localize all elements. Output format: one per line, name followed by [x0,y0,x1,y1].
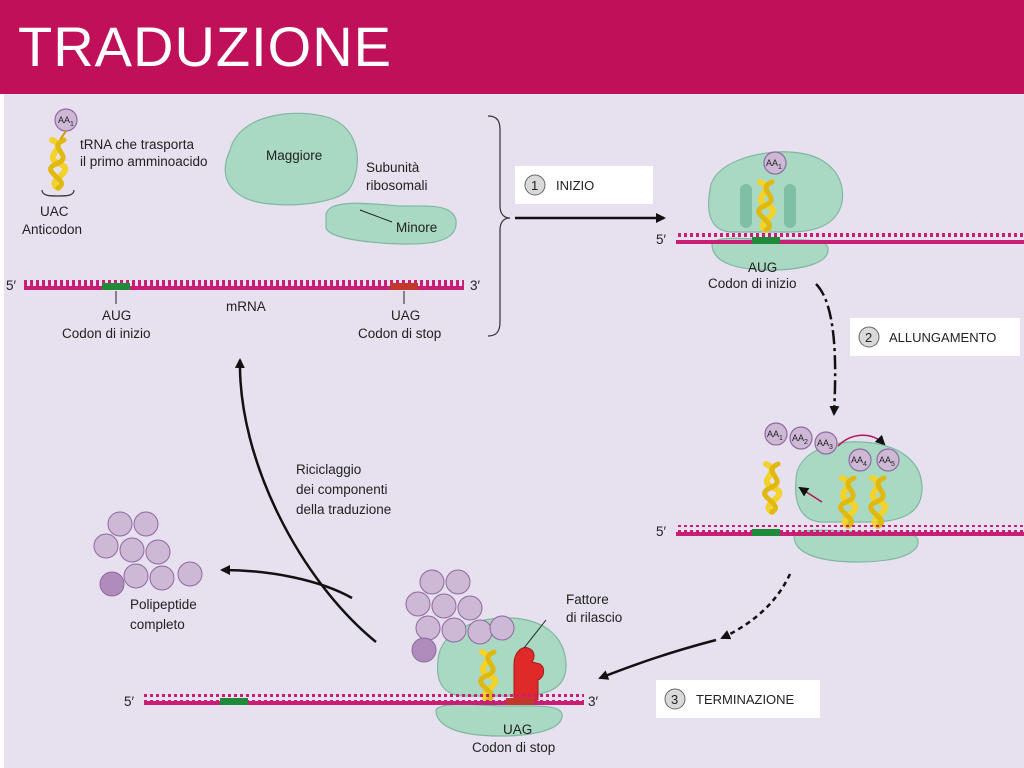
step-3-label: TERMINAZIONE [696,692,795,707]
trna-elongation-p [838,475,859,529]
svg-text:AA1: AA1 [766,158,782,171]
ribosome-initiation [708,151,844,271]
svg-text:AA1: AA1 [767,429,783,442]
mrna-strand-initiation [676,233,1024,244]
page-title: TRADUZIONE [18,15,392,78]
recycling-line2: dei componenti [296,482,388,497]
recycling-line1: Riciclaggio [296,462,361,477]
start-codon-label: Codon di inizio [62,326,151,341]
stop-codon-termination: UAG [503,722,532,737]
small-subunit-label: Minore [396,220,437,235]
small-subunit [325,202,457,245]
recycling-line3: della traduzione [296,502,391,517]
anticodon-label: Anticodon [22,222,82,237]
start-codon-label-initiation: Codon di inizio [708,276,797,291]
mrna-3-end: 3′ [470,278,481,293]
subunits-label-line1: Subunità [366,160,420,175]
step-1-box: 1 INIZIO [515,166,653,204]
large-subunit [224,112,358,206]
trna-elongation-a [868,475,889,529]
step-2-label: ALLUNGAMENTO [889,330,996,345]
mrna-5-end: 5′ [6,278,17,293]
polypeptide-termination [405,569,515,663]
mrna-5-end-elongation: 5′ [656,524,667,539]
mrna-label: mRNA [226,299,266,314]
subunits-label-line2: ribosomali [366,178,428,193]
polypeptide-complete [93,511,203,597]
free-trna-leaving [762,461,783,515]
mrna-strand-elongation [676,525,1024,536]
svg-text:AA3: AA3 [817,438,833,451]
mrna-5-end-termination: 5′ [124,694,135,709]
trna-termination [478,649,499,703]
recycling-arrow [234,358,377,643]
step-3-number: 3 [671,692,678,707]
stop-codon-label: Codon di stop [358,326,441,341]
aa-label: AA1 [58,115,74,128]
mrna-strand-termination [144,694,584,705]
stop-codon: UAG [391,308,420,323]
translation-diagram: AA1 tRNA che trasporta il primo amminoac… [6,108,1024,755]
start-codon: AUG [102,308,131,323]
release-factor-line1: Fattore [566,592,609,607]
termination-arrow-dashed [720,573,792,640]
peptide-transfer-arrow [837,434,886,447]
anticodon-sequence: UAC [40,204,69,219]
amino-acid-chain-elongation: AA1 AA2 AA3 AA4 AA5 [764,422,900,472]
release-factor [513,647,545,701]
title-bar: TRADUZIONE [0,0,1024,94]
step-3-box: 3 TERMINAZIONE [656,680,820,718]
trna-desc-line1: tRNA che trasporta [80,137,195,152]
mrna-3-end-termination: 3′ [588,694,599,709]
step-2-number: 2 [865,330,872,345]
svg-text:AA4: AA4 [851,455,867,468]
trna-exit-arrow [798,486,823,503]
trna-initiation: AA1 [756,151,787,233]
diagram-panel: AA1 tRNA che trasporta il primo amminoac… [4,94,1024,768]
trna-desc-line2: il primo amminoacido [80,154,208,169]
svg-text:AA2: AA2 [792,433,808,446]
release-factor-line2: di rilascio [566,610,622,625]
mrna-5-end-initiation: 5′ [656,232,667,247]
polypeptide-line1: Polipeptide [130,597,197,612]
step-1-number: 1 [531,178,538,193]
large-subunit-label: Maggiore [266,148,322,163]
start-codon-initiation: AUG [748,260,777,275]
trna-first: AA1 [41,108,78,197]
elongation-arrow [815,283,840,416]
svg-text:AA5: AA5 [879,455,895,468]
components-bracket [487,115,511,337]
polypeptide-line2: completo [130,617,185,632]
start-codon-mark [102,283,130,290]
termination-arrow [598,638,717,680]
stop-codon-mark [390,283,418,290]
mrna-strand-top [24,279,464,290]
stop-codon-label-termination: Codon di stop [472,740,555,755]
step-1-label: INIZIO [556,178,594,193]
step-2-box: 2 ALLUNGAMENTO [850,318,1020,356]
polypeptide-release-arrow [220,565,353,600]
